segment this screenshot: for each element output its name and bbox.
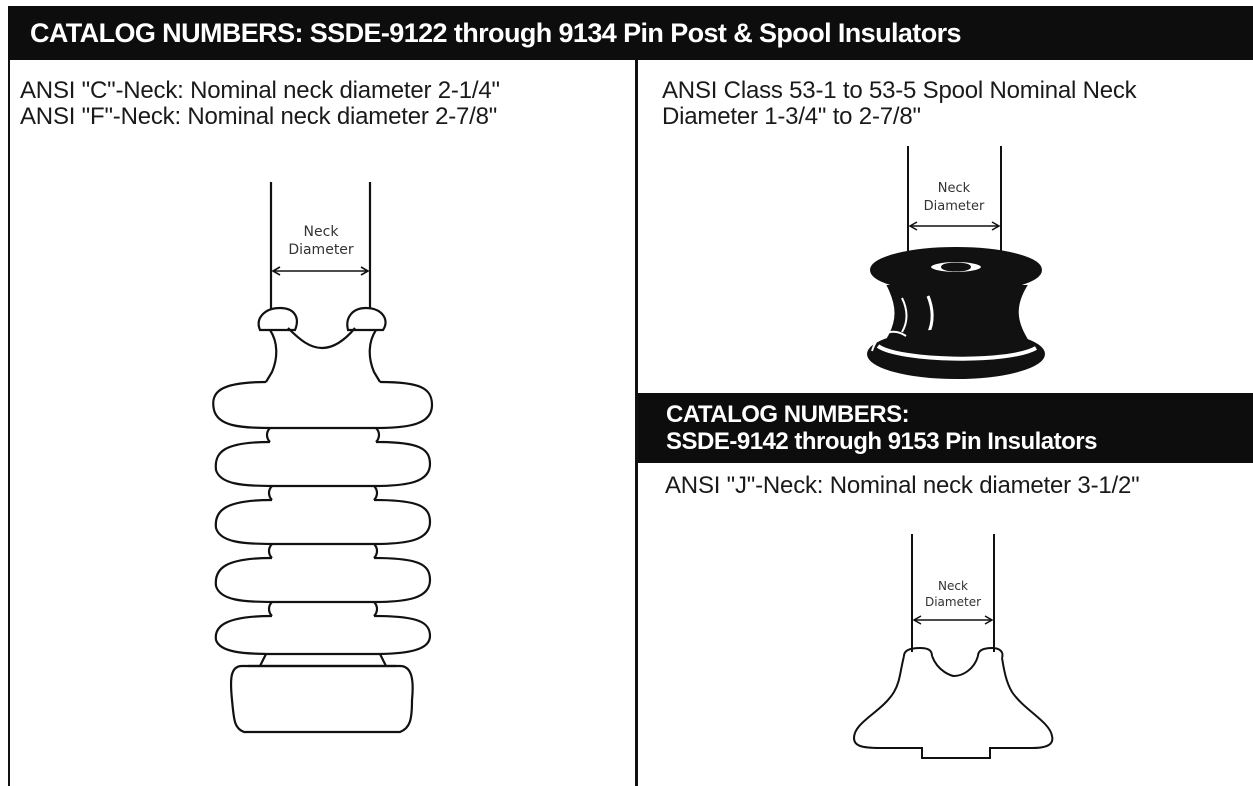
left-border bbox=[8, 60, 10, 786]
left-diameter-label: Diameter bbox=[288, 242, 354, 258]
catalog-header-title: CATALOG NUMBERS: SSDE-9122 through 9134 … bbox=[30, 18, 962, 48]
sub-header-line1: CATALOG NUMBERS: bbox=[666, 401, 910, 428]
pin-post-insulator-diagram: Neck Diameter bbox=[212, 182, 434, 734]
pin-diameter-label: Diameter bbox=[925, 595, 981, 609]
pin-neck-label: Neck bbox=[938, 579, 968, 593]
spool-insulator-diagram: Neck Diameter bbox=[867, 146, 1045, 379]
catalog-header: CATALOG NUMBERS: SSDE-9122 through 9134 … bbox=[8, 6, 1253, 60]
center-divider bbox=[635, 60, 638, 786]
j-neck-spec: ANSI "J"-Neck: Nominal neck diameter 3-1… bbox=[665, 472, 1140, 499]
spool-neck-spec: ANSI Class 53-1 to 53-5 Spool Nominal Ne… bbox=[662, 77, 1137, 130]
c-neck-spec: ANSI "C"-Neck: Nominal neck diameter 2-1… bbox=[20, 77, 500, 104]
pin-insulator-diagram: Neck Diameter bbox=[852, 534, 1054, 759]
pin-insulator-header: CATALOG NUMBERS: SSDE-9142 through 9153 … bbox=[638, 393, 1253, 463]
pin-post-neck-spec: ANSI "C"-Neck: Nominal neck diameter 2-1… bbox=[20, 78, 500, 130]
f-neck-spec: ANSI "F"-Neck: Nominal neck diameter 2-7… bbox=[20, 103, 498, 130]
spool-neck-label: Neck bbox=[938, 181, 971, 196]
left-neck-label: Neck bbox=[304, 224, 340, 240]
spool-diameter-label: Diameter bbox=[924, 199, 985, 214]
spool-spec-line2: Diameter 1-3/4" to 2-7/8" bbox=[662, 103, 921, 130]
spool-spec-line1: ANSI Class 53-1 to 53-5 Spool Nominal Ne… bbox=[662, 77, 1137, 104]
sub-header-line2: SSDE-9142 through 9153 Pin Insulators bbox=[666, 428, 1097, 455]
